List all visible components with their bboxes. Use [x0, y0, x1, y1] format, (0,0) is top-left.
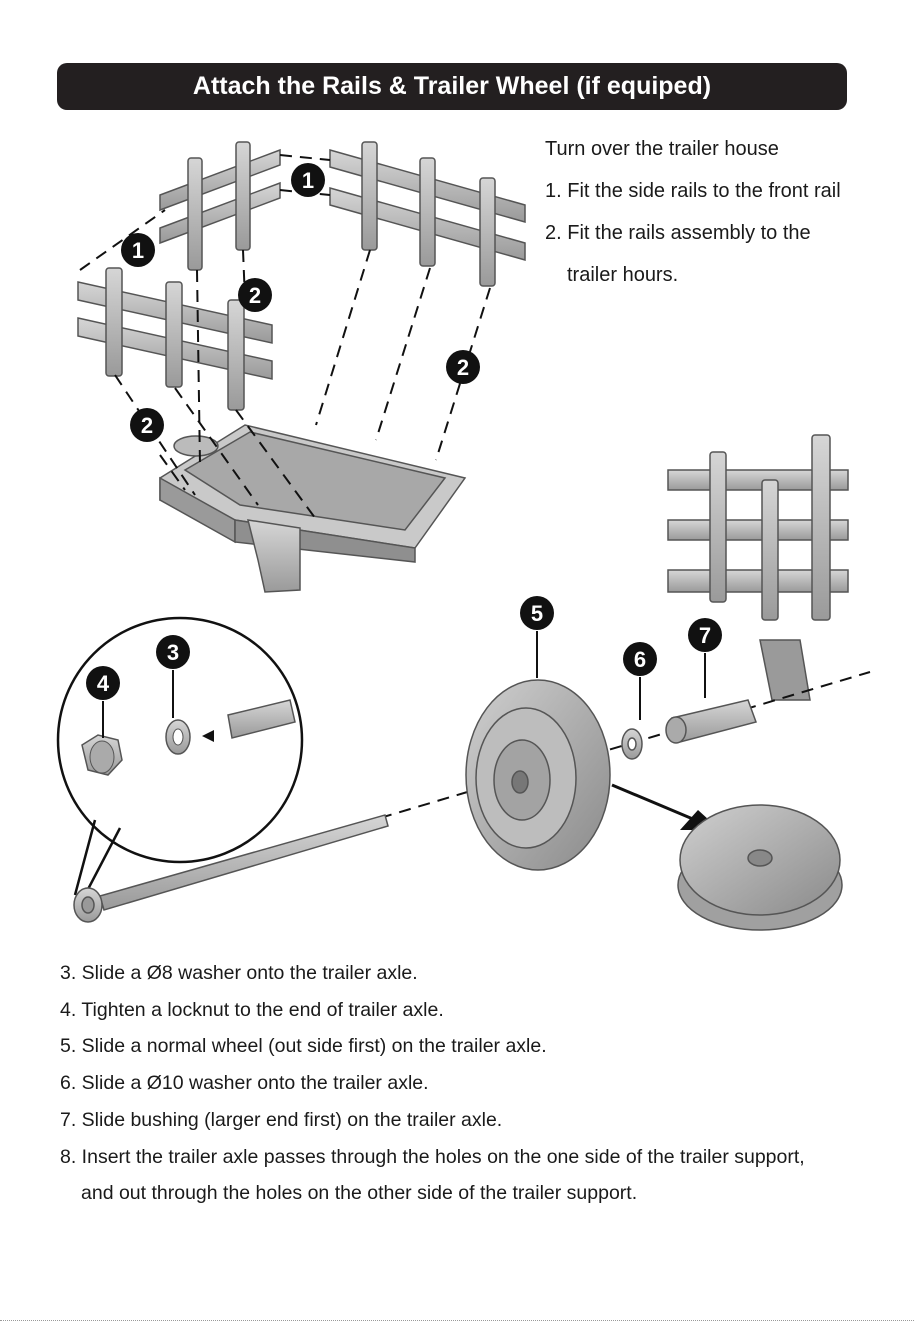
step-line: 6. Slide a Ø10 washer onto the trailer a…	[60, 1065, 860, 1102]
step-badge-5: 5	[520, 596, 554, 678]
svg-text:7: 7	[699, 623, 711, 648]
svg-text:5: 5	[531, 601, 543, 626]
washer-10	[622, 729, 642, 759]
step-instructions: 3. Slide a Ø8 washer onto the trailer ax…	[60, 955, 860, 1212]
svg-text:2: 2	[457, 355, 469, 380]
step-badge-6: 6	[623, 642, 657, 720]
svg-text:1: 1	[302, 168, 314, 193]
step-badge-2b: 2	[446, 350, 480, 384]
front-rail	[160, 142, 280, 270]
step-line: 7. Slide bushing (larger end first) on t…	[60, 1102, 860, 1139]
step-line: 5. Slide a normal wheel (out side first)…	[60, 1028, 860, 1065]
bushing	[666, 700, 756, 743]
step-badge-1b: 1	[121, 233, 155, 267]
svg-text:4: 4	[97, 671, 110, 696]
svg-text:2: 2	[141, 413, 153, 438]
side-rail-right	[330, 142, 525, 286]
trailer-base	[160, 425, 465, 592]
wheel	[466, 680, 610, 870]
step-badge-2c: 2	[130, 408, 164, 442]
step-badge-7: 7	[688, 618, 722, 698]
step-line: 8. Insert the trailer axle passes throug…	[60, 1139, 860, 1176]
trailer-house	[668, 435, 848, 700]
wheel-back-view	[678, 805, 842, 930]
svg-text:1: 1	[132, 238, 144, 263]
step-badge-2a: 2	[238, 278, 272, 312]
step-line: 3. Slide a Ø8 washer onto the trailer ax…	[60, 955, 860, 992]
svg-text:2: 2	[249, 283, 261, 308]
step-badge-1a: 1	[291, 163, 325, 197]
step-line: and out through the holes on the other s…	[60, 1175, 860, 1212]
step-line: 4. Tighten a locknut to the end of trail…	[60, 992, 860, 1029]
svg-text:6: 6	[634, 647, 646, 672]
svg-text:3: 3	[167, 640, 179, 665]
